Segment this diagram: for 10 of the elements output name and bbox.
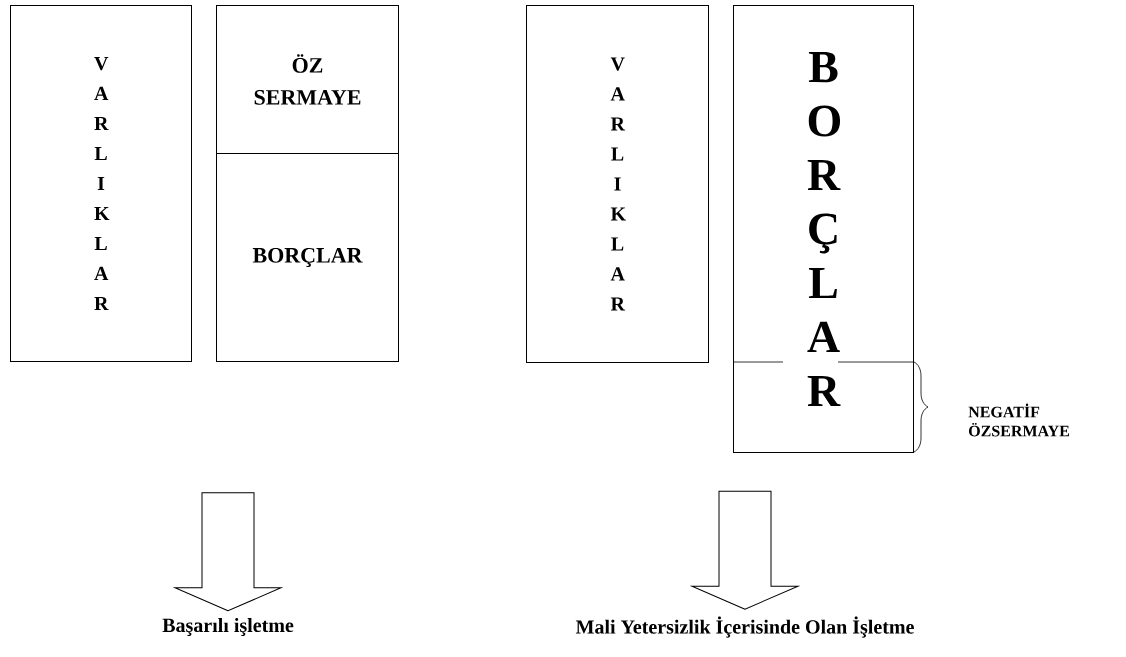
- caption-text: Mali Yetersizlik İçerisinde Olan İşletme: [575, 616, 914, 638]
- equity-box: ÖZ SERMAYE: [216, 5, 399, 154]
- liability-column-box: B O R Ç L A R: [733, 5, 914, 453]
- block-arrow: [174, 492, 282, 612]
- asset-column-box: V A R L I K L A R: [10, 5, 192, 362]
- asset-column-box: V A R L I K L A R: [526, 5, 709, 363]
- caption-text: Başarılı işletme: [162, 618, 294, 636]
- block-arrow: [691, 490, 799, 610]
- annotation-text: NEGATİF ÖZSERMAYE: [968, 403, 1070, 437]
- liability-box: BORÇLAR: [216, 153, 399, 362]
